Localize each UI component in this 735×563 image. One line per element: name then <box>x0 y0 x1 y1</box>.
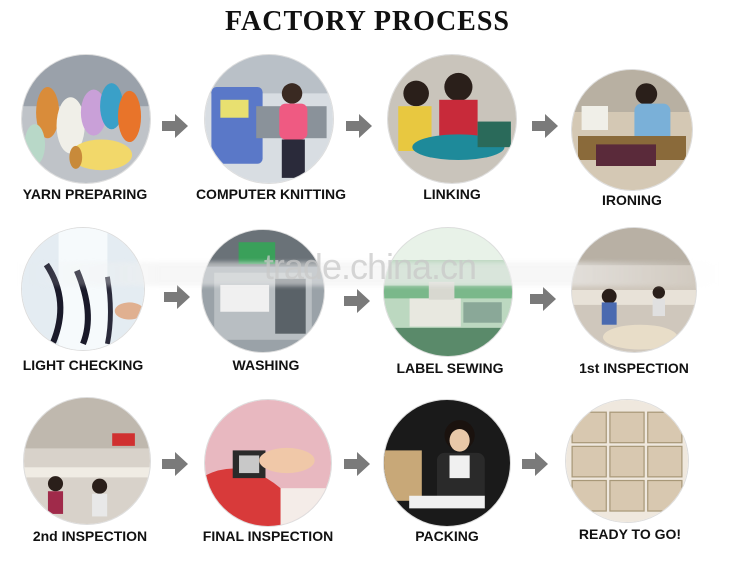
arrow-right-icon <box>164 285 190 309</box>
light-checking-photo <box>22 228 144 350</box>
linking-photo <box>388 55 516 183</box>
ironing-photo <box>572 70 692 190</box>
sewing-line-image <box>384 228 512 356</box>
step-label-washing: WASHING <box>232 357 300 373</box>
page-title: FACTORY PROCESS <box>225 6 510 37</box>
arrow-right-icon <box>162 452 188 476</box>
yarn-preparing-photo <box>22 55 150 183</box>
light-table-image <box>22 228 144 350</box>
arrow-right-icon <box>532 114 558 138</box>
step-label-ironing: IRONING <box>602 192 662 208</box>
step-label-computer-knitting: COMPUTER KNITTING <box>195 186 347 202</box>
stacked-cartons-image <box>566 400 688 522</box>
arrow-right-icon <box>344 289 370 313</box>
first-inspection-photo <box>572 228 696 352</box>
step-label-1st-inspection: 1st INSPECTION <box>579 360 689 376</box>
arrow-right-icon <box>522 452 548 476</box>
step-label-yarn-preparing: YARN PREPARING <box>22 186 148 202</box>
step-label-linking: LINKING <box>423 186 481 202</box>
step-label-label-sewing: LABEL SEWING <box>396 360 504 376</box>
packing-photo <box>384 400 510 526</box>
step-label-packing: PACKING <box>415 528 479 544</box>
arrow-right-icon <box>344 452 370 476</box>
arrow-right-icon <box>530 287 556 311</box>
knitting-machine-image <box>205 55 333 183</box>
packing-worker-image <box>384 400 510 526</box>
yarn-spools-image <box>22 55 150 183</box>
arrow-right-icon <box>162 114 188 138</box>
ready-to-go-photo <box>566 400 688 522</box>
inspection-hall-image <box>572 228 696 352</box>
watermark-band <box>18 262 718 286</box>
step-label-light-checking: LIGHT CHECKING <box>22 357 144 373</box>
workshop-image <box>24 398 150 524</box>
step-label-ready-to-go: READY TO GO! <box>578 526 682 542</box>
final-inspection-photo <box>205 400 331 526</box>
magnifier-on-fabric-image <box>205 400 331 526</box>
computer-knitting-photo <box>205 55 333 183</box>
ironing-worker-image <box>572 70 692 190</box>
arrow-right-icon <box>346 114 372 138</box>
second-inspection-photo <box>24 398 150 524</box>
watermark-text: trade.china.cn <box>263 246 477 287</box>
step-label-final-inspection: FINAL INSPECTION <box>202 528 334 544</box>
label-sewing-photo <box>384 228 512 356</box>
step-label-2nd-inspection: 2nd INSPECTION <box>32 528 148 544</box>
linking-machine-image <box>388 55 516 183</box>
